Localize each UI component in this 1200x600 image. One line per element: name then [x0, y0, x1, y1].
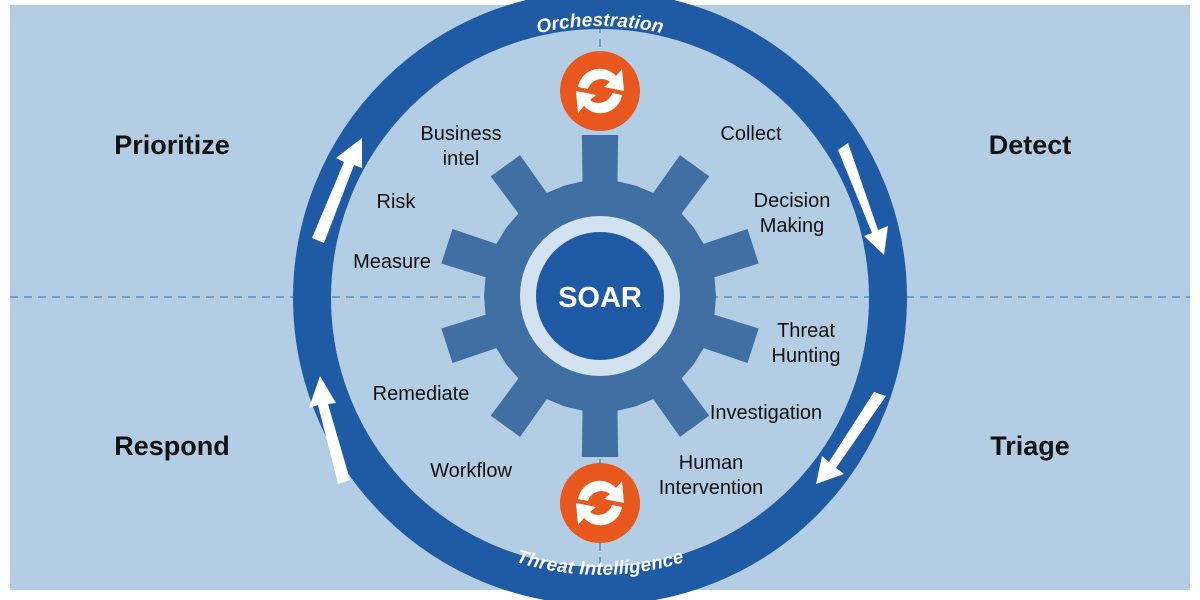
threat-intel-cycle-icon — [560, 463, 640, 543]
step-workflow: Workflow — [430, 460, 512, 482]
step-decision-making-line1: Decision — [754, 190, 831, 212]
orchestration-cycle-icon — [560, 51, 640, 131]
step-threat-hunting-line2: Hunting — [772, 345, 841, 367]
outer-ring — [293, 0, 907, 600]
step-remediate: Remediate — [373, 383, 470, 405]
step-risk: Risk — [377, 191, 417, 213]
quadrant-detect: Detect — [989, 130, 1072, 160]
step-human-intervention-line2: Intervention — [659, 477, 764, 499]
clockwise-arrow-icon — [838, 143, 888, 255]
quadrant-prioritize: Prioritize — [114, 130, 230, 160]
clockwise-arrow-icon — [309, 376, 350, 484]
step-threat-hunting-line1: Threat — [777, 320, 835, 342]
step-business-intel-line2: intel — [443, 148, 480, 170]
quadrant-triage: Triage — [990, 431, 1070, 461]
center-label: SOAR — [558, 282, 642, 314]
quadrant-respond: Respond — [114, 431, 230, 461]
step-collect: Collect — [720, 123, 782, 145]
step-measure: Measure — [353, 251, 431, 273]
clockwise-arrow-icon — [312, 138, 362, 243]
step-human-intervention-line1: Human — [679, 452, 743, 474]
step-business-intel-line1: Business — [420, 123, 501, 145]
step-investigation: Investigation — [710, 402, 822, 424]
clockwise-arrow-icon — [816, 392, 886, 484]
step-decision-making-line2: Making — [760, 215, 824, 237]
center-hub — [536, 232, 664, 360]
